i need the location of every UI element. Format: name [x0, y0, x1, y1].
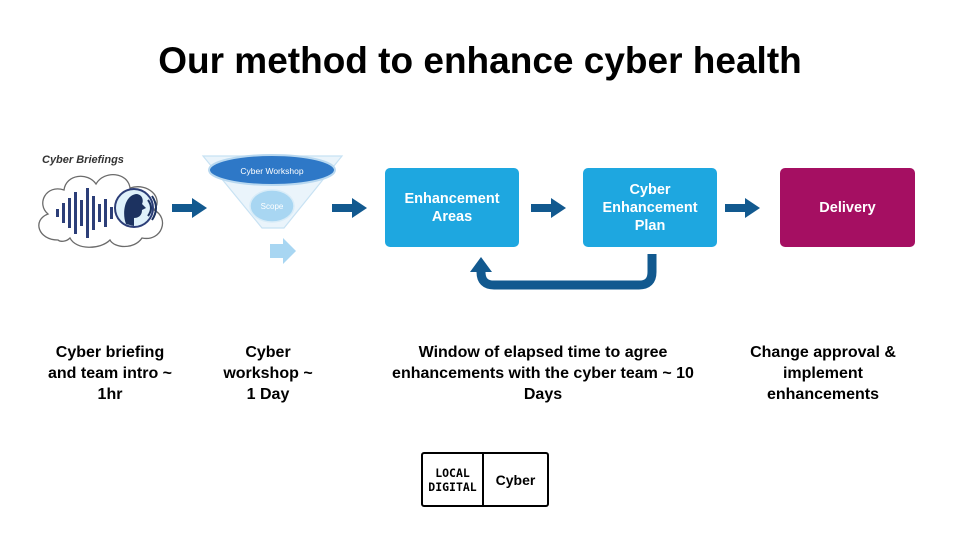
scope-label: Scope [261, 202, 284, 211]
step-cyber-enhancement-plan: Cyber Enhancement Plan [583, 168, 717, 247]
logo-line-1: LOCAL [435, 465, 470, 480]
arrow-right-icon [725, 198, 760, 218]
step-enhancement-areas: Enhancement Areas [385, 168, 519, 247]
funnel-output-arrow-icon [270, 238, 296, 264]
caption-briefing: Cyber briefing and team intro ~ 1hr [47, 344, 173, 403]
logo-line-2: DIGITAL [428, 479, 477, 494]
briefings-label: Cyber Briefings [42, 154, 124, 166]
step-delivery: Delivery [780, 168, 915, 247]
speaker-head-icon [114, 188, 157, 228]
soundwave-icon [56, 188, 113, 238]
step-label: Cyber Enhancement Plan [602, 181, 698, 234]
caption-delivery: Change approval & implement enhancements [750, 344, 896, 403]
step-label: Delivery [819, 199, 876, 216]
arrow-right-icon [332, 198, 367, 218]
page-title: Our method to enhance cyber health [158, 40, 802, 81]
caption-window: Window of elapsed time to agree enhancem… [392, 344, 694, 403]
logo-cyber: Cyber [495, 471, 536, 488]
loop-back-arrow-icon [470, 254, 657, 290]
step-label: Enhancement Areas [404, 190, 500, 225]
arrow-right-icon [172, 198, 207, 218]
funnel-icon: Cyber Workshop Scope [201, 154, 344, 229]
arrow-right-icon [531, 198, 566, 218]
cyber-workshop-graphic: Cyber Workshop Scope [201, 154, 344, 264]
workshop-label: Cyber Workshop [240, 166, 303, 176]
local-digital-cyber-logo: LOCAL DIGITAL Cyber [421, 452, 549, 507]
logo-local-digital: LOCAL DIGITAL [423, 454, 484, 505]
cyber-briefings-graphic: Cyber Briefings [38, 154, 164, 248]
caption-workshop: Cyber workshop ~ 1 Day [223, 344, 313, 403]
